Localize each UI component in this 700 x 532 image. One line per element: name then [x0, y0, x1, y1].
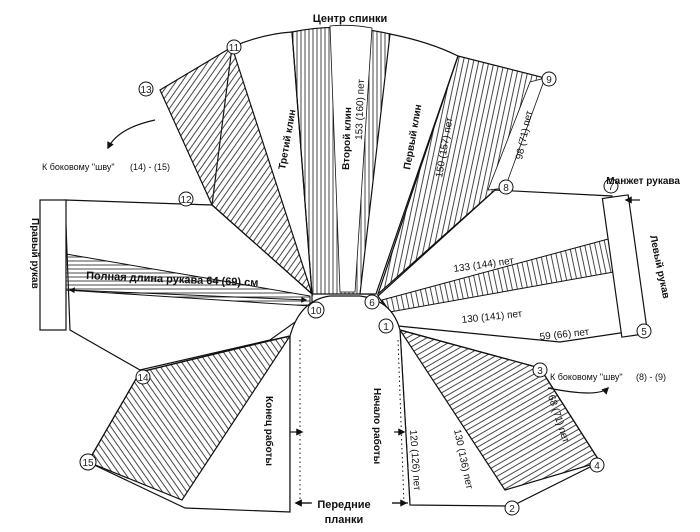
- first-wedge-panel: [359, 33, 459, 295]
- marker-5-icon: 5: [636, 323, 652, 339]
- second-wedge-count: 153 (160) пет: [354, 79, 367, 141]
- marker-7-icon: 7: [603, 178, 619, 194]
- svg-text:15: 15: [82, 458, 94, 469]
- side-seam-arrow-left: [107, 119, 156, 150]
- to-side-seam-left: К боковому "шву": [42, 162, 115, 172]
- marker-1-icon: 1: [378, 318, 394, 334]
- svg-text:3: 3: [537, 366, 543, 377]
- svg-text:4: 4: [594, 461, 600, 472]
- svg-text:6: 6: [369, 298, 375, 309]
- svg-text:9: 9: [546, 75, 552, 86]
- to-side-seam-right-nums: (8) - (9): [636, 372, 666, 382]
- sleeve-low-count: 59 (66) пет: [539, 327, 590, 343]
- marker-3-icon: 3: [532, 362, 548, 378]
- side-seam-arrow-right: [547, 386, 610, 395]
- marker-10-icon: 10: [307, 301, 325, 319]
- start-of-work-label: Начало работы: [371, 388, 383, 464]
- marker-13-icon: 13: [138, 81, 154, 97]
- marker-12-icon: 12: [178, 191, 194, 207]
- right-band-dots: [397, 339, 405, 506]
- marker-15-icon: 15: [79, 453, 97, 471]
- right-sleeve-cuff: [39, 199, 67, 331]
- svg-text:7: 7: [608, 182, 614, 193]
- front-bands-label-2: планки: [325, 514, 364, 526]
- second-wedge-blank: [329, 24, 373, 293]
- svg-text:1: 1: [383, 322, 389, 333]
- svg-text:11: 11: [229, 43, 240, 54]
- marker-6-icon: 6: [364, 294, 380, 310]
- second-wedge-label: Второй клин: [341, 107, 354, 170]
- svg-text:2: 2: [509, 504, 515, 515]
- end-of-work-label: Конец работы: [263, 396, 275, 466]
- sleeve-cuff-label: Манжет рукава: [606, 176, 680, 187]
- svg-text:8: 8: [503, 183, 509, 194]
- svg-text:12: 12: [180, 195, 192, 206]
- marker-14-icon: 14: [135, 369, 151, 385]
- svg-text:13: 13: [140, 85, 152, 96]
- svg-text:10: 10: [310, 306, 322, 317]
- marker-8-icon: 8: [498, 179, 514, 195]
- marker-4-icon: 4: [589, 457, 605, 473]
- to-side-seam-left-nums: (14) - (15): [130, 162, 170, 172]
- back-center-title: Центр спинки: [313, 13, 388, 25]
- sleeve-length-line: [68, 287, 308, 303]
- front-band-count: 120 (126) пет: [407, 429, 422, 491]
- neck-opening: [289, 295, 411, 512]
- svg-text:5: 5: [641, 327, 647, 338]
- front-bands-label: Передние: [317, 499, 370, 511]
- marker-2-icon: 2: [504, 500, 520, 516]
- marker-9-icon: 9: [541, 71, 557, 87]
- right-sleeve-label: Правый рукав: [29, 218, 40, 289]
- to-side-seam-right: К боковому "шву": [550, 372, 623, 382]
- left-sleeve-cuff: [601, 194, 649, 338]
- left-sleeve-label: Левый рукав: [647, 234, 671, 299]
- svg-text:14: 14: [137, 373, 149, 384]
- markers: 11 13 12 9 8 7 10 6 1 5 3 14 15 4 2: [79, 39, 652, 516]
- marker-11-icon: 11: [226, 39, 242, 55]
